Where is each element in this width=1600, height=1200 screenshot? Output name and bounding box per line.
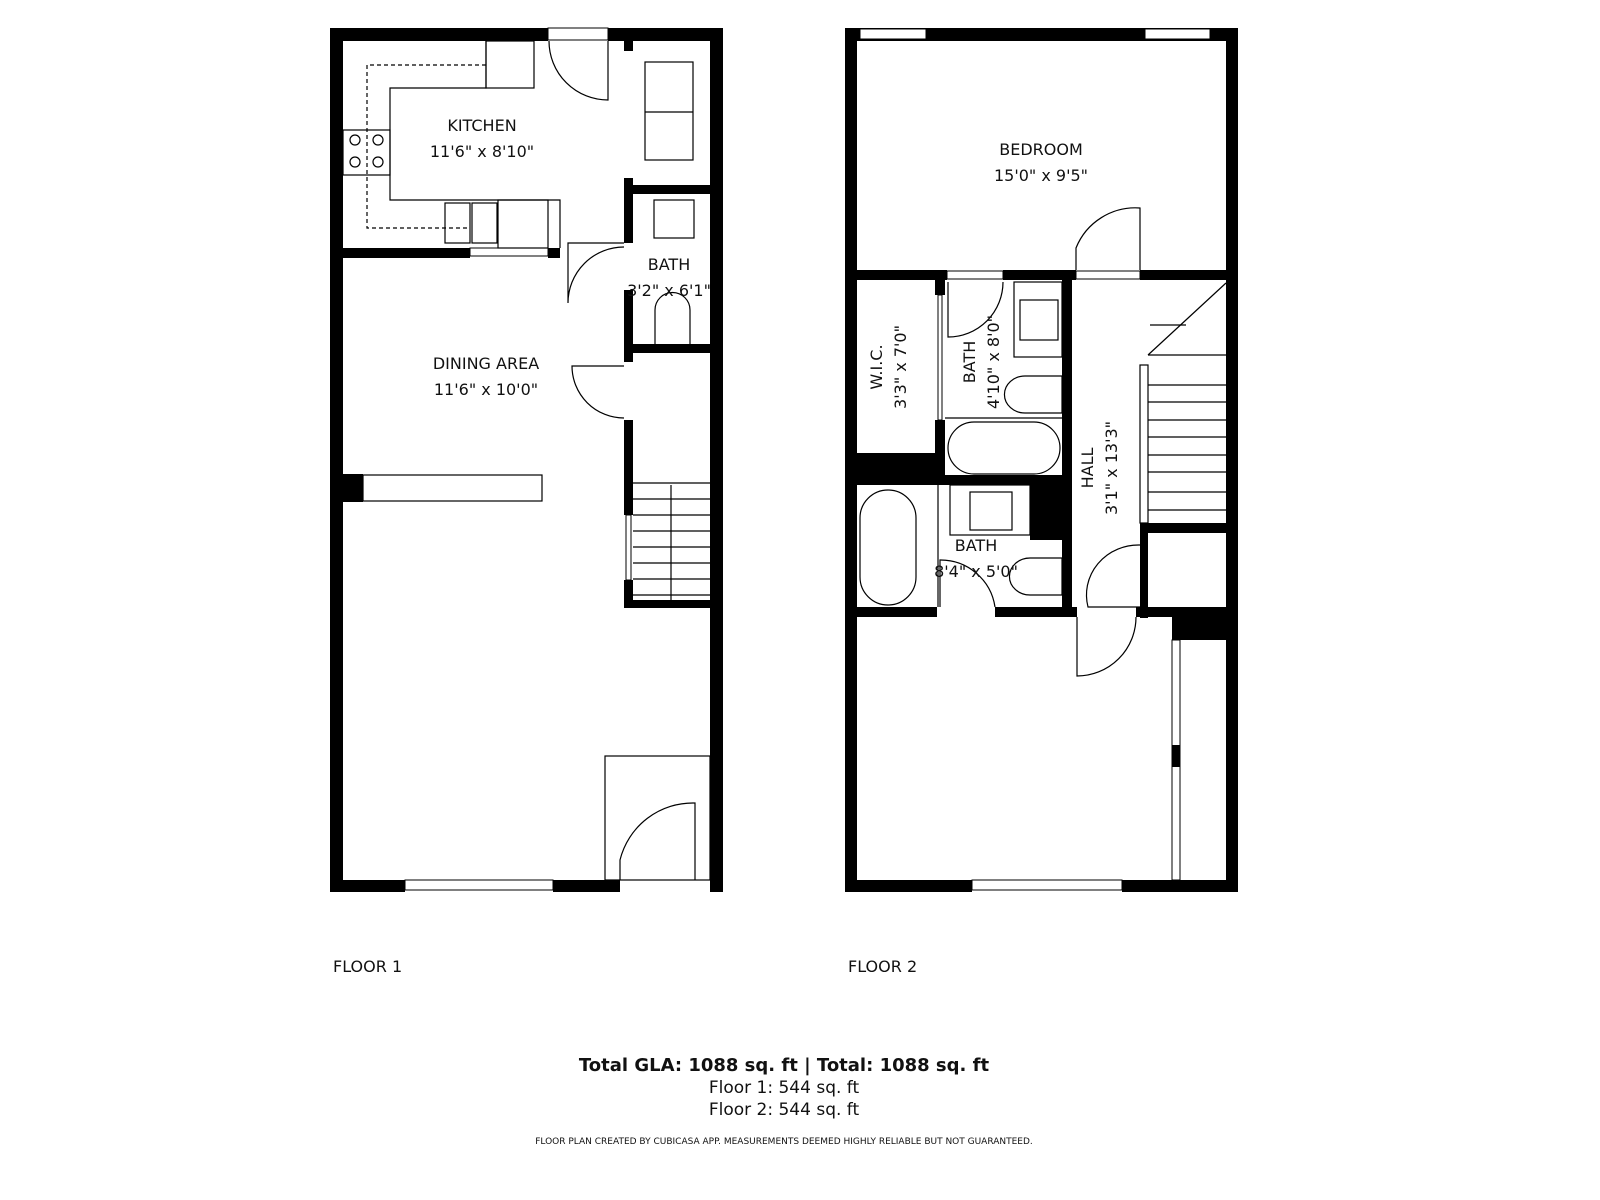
wall <box>624 580 633 608</box>
total-area: Total GLA: 1088 sq. ft | Total: 1088 sq.… <box>578 1055 990 1076</box>
wall <box>845 880 972 892</box>
wall <box>330 28 343 892</box>
door-opening <box>1075 270 1141 280</box>
door <box>1076 616 1137 677</box>
door <box>1085 544 1141 608</box>
wall <box>624 185 710 194</box>
room-name: DINING AREA <box>433 354 539 373</box>
wall <box>624 600 723 608</box>
upper-cabinets <box>366 64 486 229</box>
room-size: 11'6" x 10'0" <box>434 380 538 399</box>
toilet <box>1008 557 1063 596</box>
floor-2-area: Floor 2: 544 sq. ft <box>708 1100 860 1120</box>
wall <box>710 28 723 892</box>
room-name: BEDROOM <box>999 140 1083 159</box>
wall <box>1140 533 1148 618</box>
floor-1-label: FLOOR 1 <box>333 957 403 976</box>
door <box>548 40 609 101</box>
wall <box>624 290 633 362</box>
door <box>571 365 625 419</box>
floor-2-label: FLOOR 2 <box>848 957 918 976</box>
floor-1-area: Floor 1: 544 sq. ft <box>708 1078 860 1098</box>
stairs <box>1147 282 1227 511</box>
sink <box>969 491 1013 531</box>
wall <box>553 880 620 892</box>
wall <box>343 248 470 258</box>
sink <box>471 202 498 244</box>
toilet <box>1003 375 1063 414</box>
wall <box>857 270 947 280</box>
sink <box>444 202 471 244</box>
wall <box>624 178 633 243</box>
room-size: 3'3" x 7'0" <box>891 325 910 409</box>
room-name: BATH <box>648 255 690 274</box>
door <box>939 559 996 608</box>
wall <box>624 344 710 353</box>
refrigerator <box>644 61 694 161</box>
room-name: HALL <box>1078 448 1097 489</box>
room-size: 8'4" x 5'0" <box>934 562 1018 581</box>
wall <box>1062 280 1072 617</box>
sink <box>1019 299 1059 341</box>
wall <box>1140 270 1226 280</box>
door-opening <box>547 27 609 41</box>
wall <box>343 474 363 502</box>
wall <box>548 248 560 258</box>
door <box>947 281 1004 338</box>
wall <box>995 607 1077 617</box>
wall <box>1122 880 1238 892</box>
wall <box>845 28 1238 41</box>
door-opening <box>946 270 1004 280</box>
sink <box>653 199 695 239</box>
room-name: BATH <box>960 341 979 383</box>
room-size: 3'1" x 13'3" <box>1102 421 1121 515</box>
room-size: 4'10" x 8'0" <box>984 315 1003 409</box>
half-wall <box>362 474 543 502</box>
room-size: 11'6" x 8'10" <box>430 142 534 161</box>
window <box>859 28 927 40</box>
wall <box>1172 607 1226 640</box>
room-size: 3'2" x 6'1" <box>627 281 711 300</box>
window <box>971 879 1123 891</box>
wall <box>845 28 857 892</box>
wall <box>935 280 945 295</box>
disclaimer: FLOOR PLAN CREATED BY CUBICASA APP. MEAS… <box>535 1137 1033 1147</box>
wall <box>624 41 633 51</box>
bathtub <box>859 489 917 606</box>
door <box>567 242 625 304</box>
railing <box>625 514 632 581</box>
wall <box>330 880 405 892</box>
wall <box>624 420 633 515</box>
window <box>1144 28 1211 40</box>
wall <box>857 453 945 485</box>
counter-opening <box>469 247 549 257</box>
wall <box>1140 523 1238 533</box>
floor-1-plan: KITCHEN 11'6" x 8'10" BATH 3'2" x 6'1" D… <box>330 27 723 892</box>
wall <box>330 28 548 41</box>
door <box>1075 207 1141 270</box>
cabinet <box>485 40 535 89</box>
wall <box>1003 270 1076 280</box>
wall <box>935 420 945 483</box>
room-size: 15'0" x 9'5" <box>994 166 1088 185</box>
stairs <box>633 482 710 607</box>
wall <box>945 475 1030 485</box>
wall <box>1226 28 1238 892</box>
toilet <box>654 291 691 346</box>
sliding-door <box>937 294 943 421</box>
room-name: BATH <box>955 536 997 555</box>
floor-2-plan: BEDROOM 15'0" x 9'5" W.I.C. 3'3" x 7'0" … <box>845 28 1238 892</box>
entry-door <box>619 802 696 880</box>
room-name: KITCHEN <box>447 116 516 135</box>
room-name: W.I.C. <box>867 344 886 389</box>
bathtub <box>947 421 1061 475</box>
window <box>404 879 554 891</box>
wall <box>608 28 723 41</box>
wall <box>857 607 937 617</box>
wall <box>1030 475 1062 540</box>
